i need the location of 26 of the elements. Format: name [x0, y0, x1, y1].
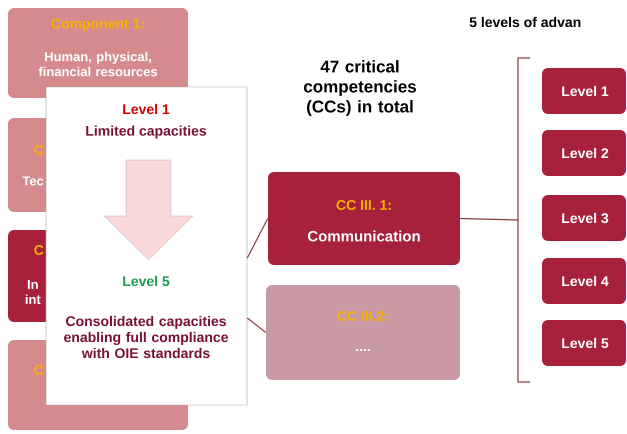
box-heading: C [34, 245, 44, 255]
box-text: Level 4 [562, 276, 609, 286]
box-text: Tec [22, 176, 44, 186]
heading: 47 critical competencies (CCs) in total [304, 60, 416, 116]
box-text: Level 3 [562, 212, 608, 224]
box-text: Communication [308, 230, 420, 242]
connector-line [246, 318, 266, 333]
box-heading: Component 1: [52, 18, 144, 32]
connector-line [246, 218, 268, 258]
level-heading: Level 1 [123, 104, 170, 114]
box-text: .... [356, 348, 370, 352]
bracket [517, 57, 530, 383]
box-heading: CC III. 1: [336, 200, 391, 210]
level-description: Limited capacities [86, 125, 206, 139]
box-text: Human, physical, financial resources [38, 52, 158, 76]
box-text: Level 5 [562, 338, 608, 348]
level-heading: Level 5 [123, 276, 170, 286]
box-text: Level 2 [562, 148, 608, 158]
box-text: Level 1 [562, 86, 608, 96]
level-description: Consolidated capacities enabling full compliance with OIE standards [64, 316, 228, 358]
connector-line [460, 218, 518, 221]
box-heading: CC III.2: [338, 311, 388, 321]
box-heading: C [34, 365, 44, 375]
box-heading: C [34, 145, 44, 155]
heading: 5 levels of advan [470, 16, 580, 28]
box-text: In int [26, 280, 41, 304]
